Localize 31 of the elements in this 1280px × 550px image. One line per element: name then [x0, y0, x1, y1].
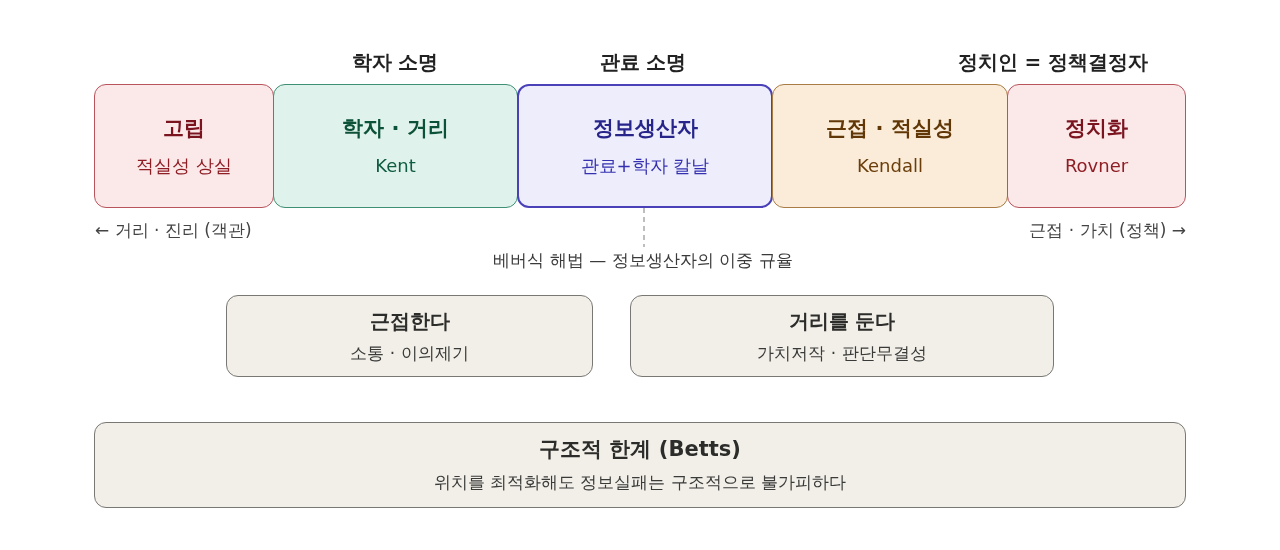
axis-label: 근접 · 가치 (정책) →: [1029, 219, 1186, 241]
strategy-title: 근접한다: [369, 308, 450, 333]
position-subtitle: Kendall: [857, 154, 923, 177]
position-box: [517, 84, 773, 208]
limit-box: [94, 422, 1186, 508]
limit-description: 위치를 최적화해도 정보실패는 구조적으로 불가피하다: [433, 472, 847, 493]
strategy-box: [630, 295, 1054, 377]
position-title: 학자 · 거리: [342, 115, 449, 141]
position-subtitle: Rovner: [1064, 154, 1129, 177]
position-title: 근접 · 적실성: [826, 115, 954, 141]
role-heading: 학자 소명: [351, 49, 439, 75]
position-subtitle: Kent: [375, 154, 416, 177]
position-subtitle: 관료+학자 칼날: [580, 154, 710, 177]
position-box: [273, 84, 518, 208]
strategy-subtitle: 소통 · 이의제기: [350, 342, 469, 364]
limit-title: 구조적 한계 (Betts): [539, 437, 741, 463]
strategy-subtitle: 가치저작 · 판단무결성: [757, 342, 927, 364]
strategy-box: [226, 295, 593, 377]
position-subtitle: 적실성 상실: [136, 154, 232, 177]
position-box: [94, 84, 274, 208]
position-box: [1007, 84, 1186, 208]
role-heading: 정치인 = 정책결정자: [957, 49, 1149, 75]
leader-line: [643, 207, 645, 248]
strategy-title: 거리를 둔다: [788, 308, 896, 333]
position-box: [772, 84, 1008, 208]
axis-label: ← 거리 · 진리 (객관): [95, 219, 252, 241]
role-heading: 관료 소명: [599, 49, 687, 75]
position-title: 고립: [163, 115, 205, 141]
solution-caption: 베버식 해법 — 정보생산자의 이중 규율: [493, 247, 793, 273]
position-title: 정치화: [1065, 115, 1128, 141]
position-title: 정보생산자: [592, 115, 698, 141]
